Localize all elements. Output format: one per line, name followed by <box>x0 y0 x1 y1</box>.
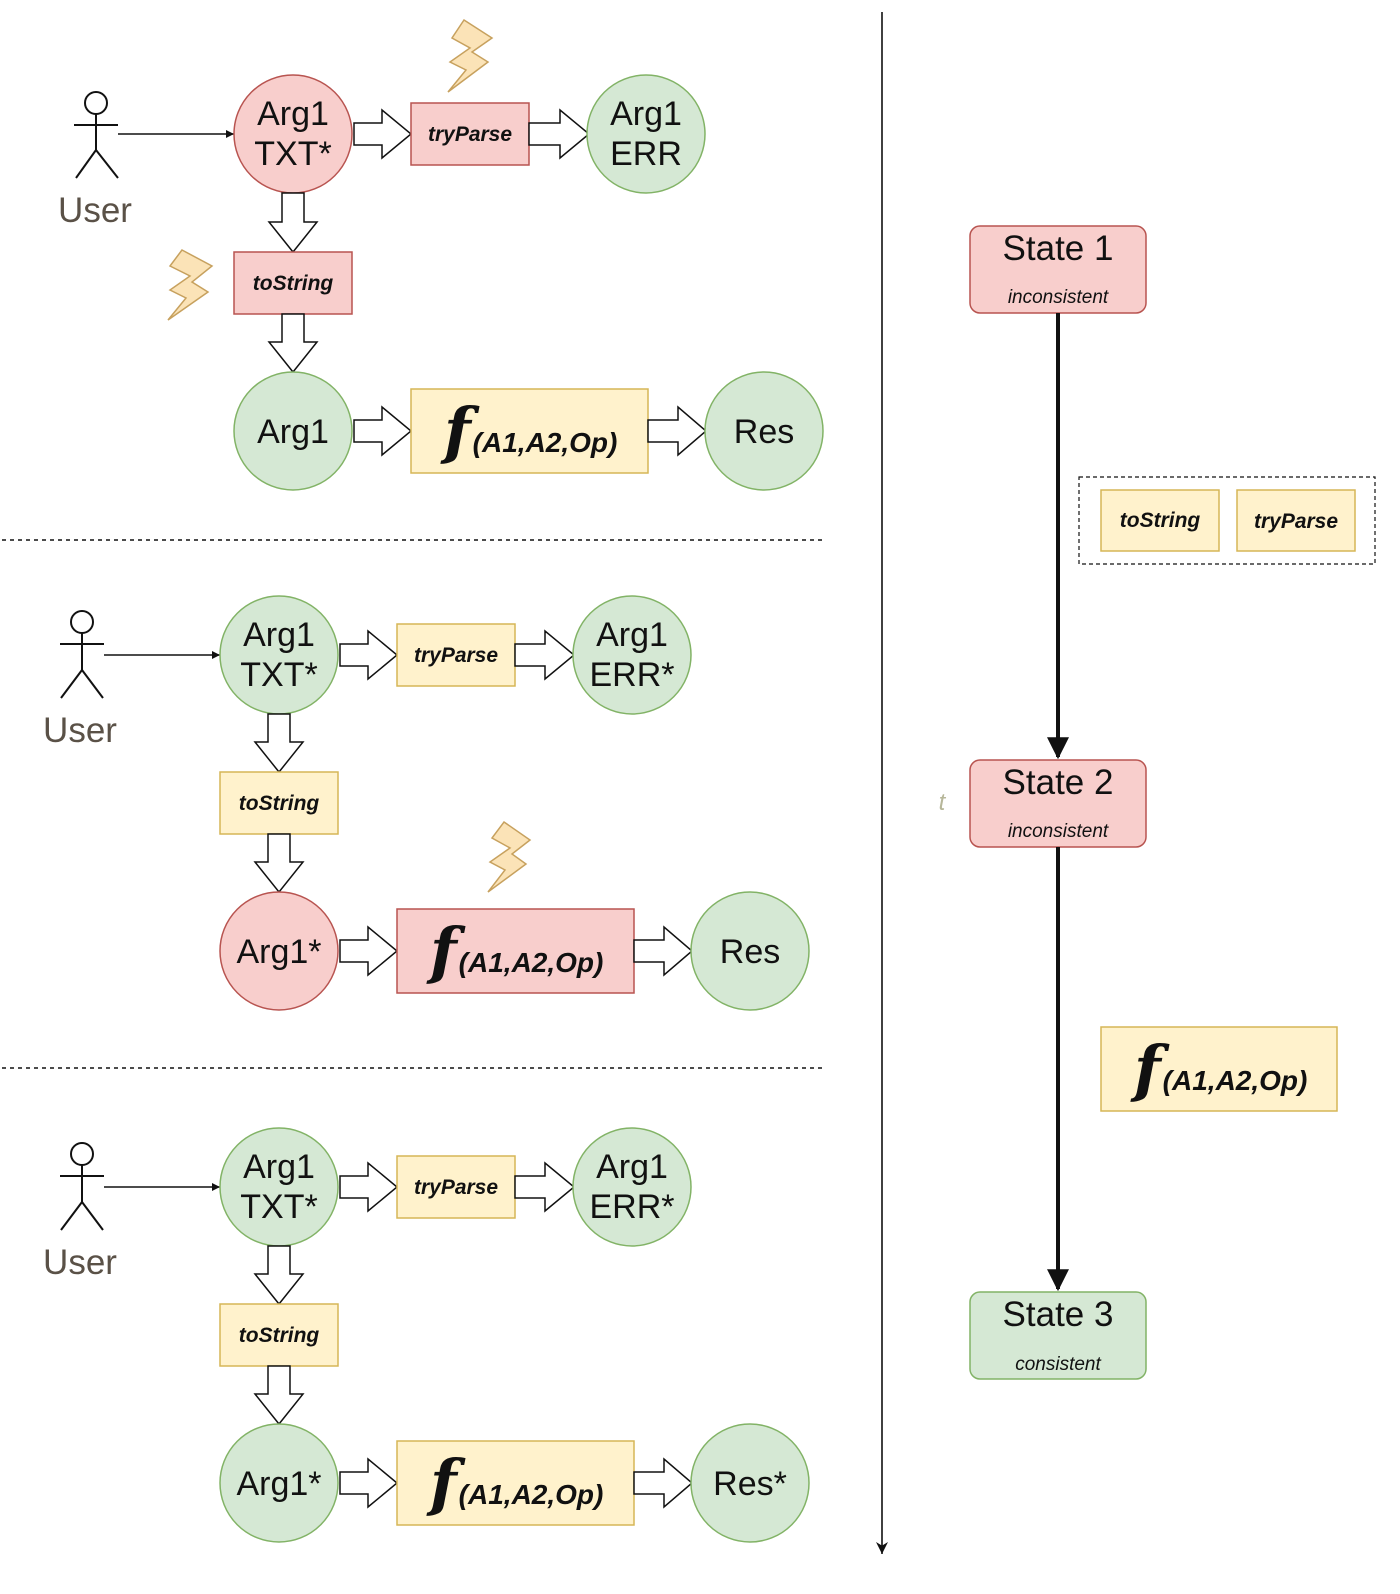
arg-txt-label-line1: Arg1 <box>257 95 329 133</box>
tryparse-box <box>1236 489 1356 552</box>
operation-group-border <box>1078 476 1376 565</box>
block-arrow-right <box>353 108 413 160</box>
block-arrow-down <box>253 1365 305 1426</box>
arg-txt-label-line2: TXT* <box>240 1188 317 1226</box>
state-3: State 3 consistent <box>969 1291 1147 1380</box>
state-subtitle: inconsistent <box>1008 821 1109 842</box>
user-actor-icon <box>60 610 104 699</box>
tryparse-box <box>396 1155 516 1219</box>
arg-txt-node <box>233 74 353 194</box>
block-arrow-right <box>647 405 708 457</box>
function-label: f(A1,A2,Op) <box>426 914 603 987</box>
tostring-box <box>219 771 339 835</box>
res-node <box>704 371 824 491</box>
arg-err-node <box>572 595 692 715</box>
panel-2: User Arg1 TXT* tryParse Arg1 ERR* toStri… <box>43 595 810 1011</box>
block-arrow-right <box>339 1161 399 1213</box>
tryparse-box <box>396 623 516 687</box>
arg-txt-node <box>219 1127 339 1247</box>
lightning-icon <box>167 249 214 321</box>
user-label: User <box>43 1243 117 1282</box>
tryparse-label: tryParse <box>1254 510 1338 533</box>
lightning-icon <box>447 18 494 93</box>
tostring-box <box>219 1303 339 1367</box>
tryparse-label: tryParse <box>428 123 512 146</box>
res-node <box>690 1423 810 1543</box>
block-arrow-right <box>633 925 694 977</box>
arg-txt-label-line1: Arg1 <box>243 616 315 654</box>
arg-err-label-line2: ERR* <box>589 1188 674 1226</box>
user-label: User <box>58 191 132 230</box>
arg-err-node <box>572 1127 692 1247</box>
res-label: Res <box>720 933 780 971</box>
arg-label: Arg1* <box>236 933 321 971</box>
block-arrow-down <box>253 713 305 774</box>
panel-1: User Arg1 TXT* tryParse Arg1 ERR toStrin… <box>58 18 824 491</box>
block-arrow-right <box>633 1457 694 1509</box>
arg-label: Arg1 <box>257 413 329 451</box>
arg-txt-label-line2: TXT* <box>254 135 331 173</box>
arg-label: Arg1* <box>236 1465 321 1503</box>
block-arrow-right <box>339 1457 399 1509</box>
block-arrow-right <box>514 1161 576 1213</box>
block-arrow-down <box>267 192 319 254</box>
block-arrow-down <box>253 833 305 894</box>
state-subtitle: consistent <box>1015 1354 1101 1375</box>
tryparse-box <box>410 102 530 166</box>
block-arrow-down <box>267 313 319 374</box>
state-subtitle: inconsistent <box>1008 287 1109 308</box>
block-arrow-right <box>514 629 576 681</box>
res-label: Res* <box>713 1465 787 1503</box>
user-actor-icon <box>74 91 119 179</box>
arg-err-label-line2: ERR <box>610 135 682 173</box>
arg-err-node <box>586 74 706 194</box>
arg-err-label-line1: Arg1 <box>596 1148 668 1186</box>
tryparse-label: tryParse <box>414 1176 498 1199</box>
operation-group: toString tryParse <box>1078 476 1376 565</box>
arg-err-label-line1: Arg1 <box>596 616 668 654</box>
state-1: State 1 inconsistent <box>969 225 1147 314</box>
res-label: Res <box>734 413 794 451</box>
tostring-label: toString <box>1120 509 1201 532</box>
block-arrow-right <box>339 629 399 681</box>
block-arrow-down <box>253 1245 305 1306</box>
arg-txt-node <box>219 595 339 715</box>
panel-3: User Arg1 TXT* tryParse Arg1 ERR* toStri… <box>43 1127 810 1543</box>
state-title: State 1 <box>1003 229 1114 268</box>
user-label: User <box>43 711 117 750</box>
state-title: State 3 <box>1003 1295 1114 1334</box>
block-arrow-right <box>353 405 413 457</box>
arg-err-label-line1: Arg1 <box>610 95 682 133</box>
arg-node <box>233 371 353 491</box>
state-2: State 2 inconsistent <box>969 759 1147 848</box>
arg-err-label-line2: ERR* <box>589 656 674 694</box>
arg-node <box>219 1423 339 1543</box>
function-box <box>1100 1026 1338 1112</box>
arg-node <box>219 891 339 1011</box>
tostring-label: toString <box>239 792 320 815</box>
tostring-label: toString <box>239 1324 320 1347</box>
lightning-icon <box>487 820 532 893</box>
tryparse-label: tryParse <box>414 644 498 667</box>
state-title: State 2 <box>1003 763 1114 802</box>
block-arrow-right <box>528 108 591 160</box>
arg-txt-label-line1: Arg1 <box>243 1148 315 1186</box>
time-axis-label: t <box>939 789 947 816</box>
tostring-label: toString <box>253 272 334 295</box>
function-label: f(A1,A2,Op) <box>426 1446 603 1519</box>
res-node <box>690 891 810 1011</box>
tostring-box <box>1100 489 1220 552</box>
function-box <box>396 1440 635 1526</box>
block-arrow-right <box>339 925 399 977</box>
tostring-box <box>233 251 353 315</box>
arg-txt-label-line2: TXT* <box>240 656 317 694</box>
user-actor-icon <box>60 1142 104 1231</box>
